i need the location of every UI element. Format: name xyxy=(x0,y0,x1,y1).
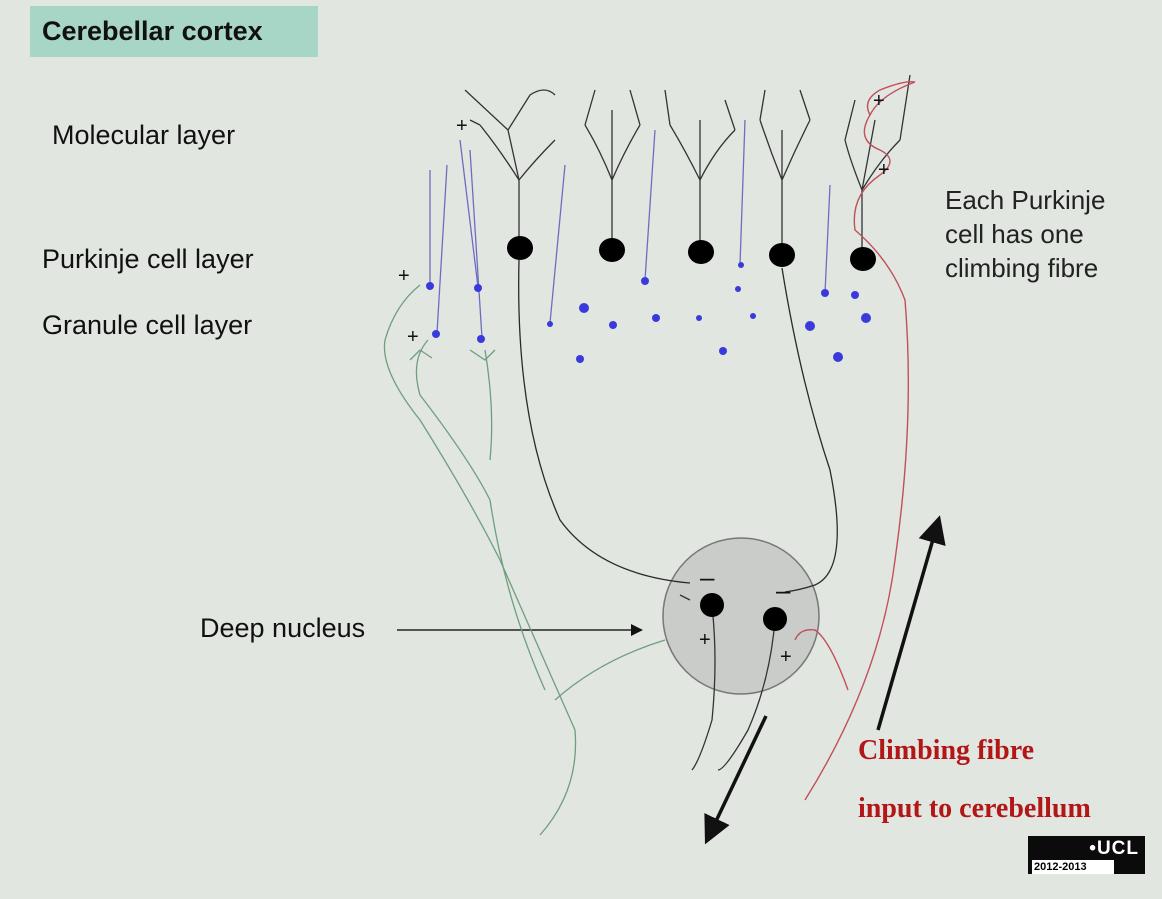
granule-cell xyxy=(735,286,741,292)
granule-cell xyxy=(851,291,859,299)
granule-cell xyxy=(861,313,871,323)
granule-cell xyxy=(579,303,589,313)
granule-cell xyxy=(696,315,702,321)
excitatory-sign: + xyxy=(699,629,711,651)
excitatory-sign: + xyxy=(878,159,890,181)
purkinje-note: Each Purkinje cell has one climbing fibr… xyxy=(945,183,1105,285)
granule-cell xyxy=(432,330,440,338)
nucleus-cell xyxy=(700,593,724,617)
purkinje-dendrites xyxy=(464,74,911,256)
input-arrow xyxy=(876,515,946,731)
molecular-layer-label: Molecular layer xyxy=(52,120,236,150)
granule-cell xyxy=(821,289,829,297)
granule-cell xyxy=(719,347,727,355)
excitatory-sign: + xyxy=(456,115,468,137)
slide-title: Cerebellar cortex xyxy=(42,16,263,46)
logo-years: 2012-2013 xyxy=(1032,860,1114,874)
purkinje-axons xyxy=(518,259,838,593)
deep-nucleus-label: Deep nucleus xyxy=(200,613,366,643)
excitatory-sign: + xyxy=(398,265,410,287)
mossy-fibre xyxy=(383,284,666,836)
climbing-fibre xyxy=(794,80,916,801)
synapse-signs: + + + + + + + – – xyxy=(398,90,890,668)
granule-cell xyxy=(805,321,815,331)
granule-cell xyxy=(547,321,553,327)
granule-cell xyxy=(477,335,485,343)
ucl-logo-mark: •UCL xyxy=(1089,838,1139,859)
excitatory-sign: + xyxy=(780,646,792,668)
nucleus-output-axons xyxy=(679,594,776,771)
note-line-1: Each Purkinje xyxy=(945,185,1106,215)
inhibitory-sign: – xyxy=(700,562,715,592)
ucl-logo: •UCL 2012-2013 xyxy=(1028,836,1145,874)
inhibitory-sign: – xyxy=(776,575,791,605)
purkinje-cells xyxy=(507,236,876,271)
output-arrow xyxy=(704,715,768,845)
deep-nucleus-circle xyxy=(662,537,820,695)
note-line-3: climbing fibre xyxy=(945,253,1099,283)
granule-cell xyxy=(652,314,660,322)
excitatory-sign: + xyxy=(407,326,419,348)
purkinje-cell xyxy=(850,247,876,271)
purkinje-cell xyxy=(599,238,625,262)
parallel-fibres xyxy=(429,119,831,339)
granule-cell xyxy=(609,321,617,329)
granule-cell-layer-label: Granule cell layer xyxy=(42,310,253,340)
granule-cell xyxy=(750,313,756,319)
climbing-fibre-caption-2: input to cerebellum xyxy=(858,793,1091,824)
note-line-2: cell has one xyxy=(945,219,1084,249)
nucleus-cell xyxy=(763,607,787,631)
granule-cell xyxy=(474,284,482,292)
purkinje-cell xyxy=(688,240,714,264)
granule-cell xyxy=(641,277,649,285)
climbing-fibre-caption-1: Climbing fibre xyxy=(858,735,1035,766)
purkinje-cell xyxy=(769,243,795,267)
deep-nucleus-cells xyxy=(700,593,787,631)
granule-cells xyxy=(426,262,871,363)
granule-cell xyxy=(833,352,843,362)
granule-cell xyxy=(576,355,584,363)
title-box: Cerebellar cortex xyxy=(30,6,318,57)
granule-cell xyxy=(426,282,434,290)
purkinje-cell xyxy=(507,236,533,260)
excitatory-sign: + xyxy=(873,90,885,112)
purkinje-cell-layer-label: Purkinje cell layer xyxy=(42,244,254,274)
granule-cell xyxy=(738,262,744,268)
